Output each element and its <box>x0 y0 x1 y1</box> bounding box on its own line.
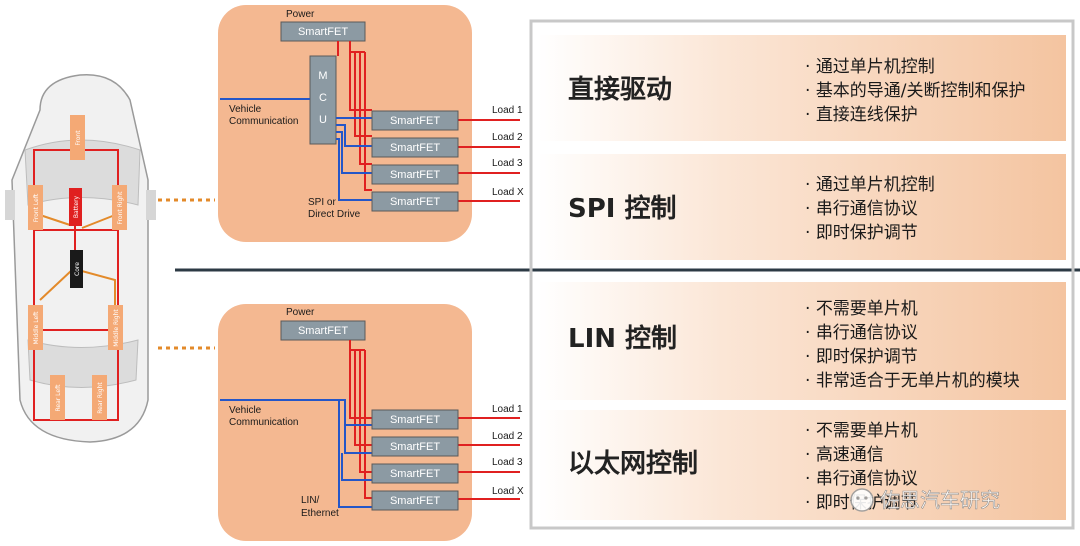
car-illustration: Front Front Left Front Right Battery Cor… <box>5 73 156 443</box>
panel-2-bullet-3: · 即时保护调节 <box>805 223 918 243</box>
bottom-smartfet-1 <box>371 409 459 430</box>
top-load-x: Load X <box>492 187 524 198</box>
car-module-front-right-label: Front Right <box>117 191 124 225</box>
top-smartfet-3-label: SmartFET <box>390 169 440 181</box>
bottom-load-x: Load X <box>492 486 524 497</box>
car-module-front-right <box>112 185 127 230</box>
top-vehicle-comm-line2: Communication <box>229 116 298 127</box>
bottom-smartfet-3-label: SmartFET <box>390 468 440 480</box>
top-load-3: Load 3 <box>492 158 523 169</box>
top-interface-line1: SPI or <box>308 197 336 208</box>
top-block: Power SmartFET M C U Vehicle Communicati… <box>218 5 524 242</box>
watermark: 佐思汽车研究 <box>850 488 1000 512</box>
bottom-load-2: Load 2 <box>492 431 523 442</box>
panel-3-title: LIN 控制 <box>568 324 677 354</box>
wechat-icon <box>850 488 874 512</box>
bottom-smartfet-2 <box>371 436 459 457</box>
bottom-load-1: Load 1 <box>492 404 523 415</box>
bottom-interface-line2: Ethernet <box>301 508 339 519</box>
panels-frame <box>529 19 1075 530</box>
car-module-middle-right-label: Middle Right <box>113 309 120 347</box>
panel-3-bullet-1: · 不需要单片机 <box>805 299 918 319</box>
car-module-battery-label: Battery <box>73 195 80 218</box>
panel-spi: SPI 控制 · 通过单片机控制 · 串行通信协议 · 即时保护调节 <box>538 154 1066 260</box>
mcu-letter-m: M <box>318 70 327 82</box>
top-smartfet-x <box>371 191 459 212</box>
top-smartfet-1-label: SmartFET <box>390 115 440 127</box>
top-smartfet-x-label: SmartFET <box>390 196 440 208</box>
bottom-vehicle-comm-line1: Vehicle <box>229 405 262 416</box>
panel-1-title: 直接驱动 <box>568 75 672 105</box>
car-module-rear-left <box>50 375 65 420</box>
bottom-load-3: Load 3 <box>492 457 523 468</box>
top-smartfet-2 <box>371 137 459 158</box>
top-load-2: Load 2 <box>492 132 523 143</box>
car-module-middle-left-label: Middle Left <box>33 311 40 345</box>
panel-1-bullet-2: · 基本的导通/关断控制和保护 <box>805 81 1026 101</box>
top-power-smartfet <box>280 21 366 42</box>
panel-2-bullet-1: · 通过单片机控制 <box>805 175 935 195</box>
bottom-smartfet-x <box>371 490 459 511</box>
car-module-core-label: Core <box>74 262 81 276</box>
bottom-smartfet-2-label: SmartFET <box>390 441 440 453</box>
car-module-front-left <box>28 185 43 230</box>
car-module-middle-left <box>28 305 43 350</box>
panel-4-bullet-3: · 串行通信协议 <box>805 469 918 489</box>
top-smartfet-3 <box>371 164 459 185</box>
watermark-text: 佐思汽车研究 <box>880 488 1000 512</box>
bottom-smartfet-1-label: SmartFET <box>390 414 440 426</box>
panel-3-bullet-2: · 串行通信协议 <box>805 323 918 343</box>
top-power-label: Power <box>286 9 315 20</box>
car-module-battery <box>69 188 82 226</box>
car-module-rear-left-label: Rear Left <box>55 384 62 412</box>
bottom-power-smartfet <box>280 320 366 341</box>
mcu-letter-c: C <box>319 92 327 104</box>
car-module-core <box>70 250 83 288</box>
bottom-interface-line1: LIN/ <box>301 495 320 506</box>
panel-4-bullet-1: · 不需要单片机 <box>805 421 918 441</box>
bottom-power-smartfet-label: SmartFET <box>298 325 348 337</box>
top-power-smartfet-label: SmartFET <box>298 26 348 38</box>
panel-2-bullet-2: · 串行通信协议 <box>805 199 918 219</box>
car-module-middle-right <box>108 305 123 350</box>
panel-4-bullet-2: · 高速通信 <box>805 445 884 465</box>
panel-direct-drive: 直接驱动 · 通过单片机控制 · 基本的导通/关断控制和保护 · 直接连线保护 <box>538 35 1066 141</box>
car-module-front-label: Front <box>75 130 82 146</box>
panel-1-bullet-3: · 直接连线保护 <box>805 105 918 125</box>
panel-ethernet: 以太网控制 · 不需要单片机 · 高速通信 · 串行通信协议 · 即时保护调节 <box>538 410 1066 520</box>
panel-4-title: 以太网控制 <box>568 449 698 479</box>
mcu-letter-u: U <box>319 114 327 126</box>
panel-3-bullet-3: · 即时保护调节 <box>805 347 918 367</box>
panel-2-title: SPI 控制 <box>568 194 677 224</box>
bottom-power-label: Power <box>286 307 315 318</box>
bottom-smartfet-x-label: SmartFET <box>390 495 440 507</box>
bottom-smartfet-3 <box>371 463 459 484</box>
mcu-block <box>309 55 337 145</box>
car-module-rear-right <box>92 375 107 420</box>
panel-lin: LIN 控制 · 不需要单片机 · 串行通信协议 · 即时保护调节 · 非常适合… <box>538 282 1066 400</box>
car-module-front <box>70 115 85 160</box>
top-smartfet-1 <box>371 110 459 131</box>
car-module-rear-right-label: Rear Right <box>97 382 104 414</box>
top-load-1: Load 1 <box>492 105 523 116</box>
car-module-front-left-label: Front Left <box>33 193 40 222</box>
top-smartfet-2-label: SmartFET <box>390 142 440 154</box>
panel-1-bullet-1: · 通过单片机控制 <box>805 57 935 77</box>
panel-3-bullet-4: · 非常适合于无单片机的模块 <box>805 371 1020 391</box>
bottom-block: Power SmartFET Vehicle Communication Sma… <box>218 304 524 541</box>
top-vehicle-comm-line1: Vehicle <box>229 104 262 115</box>
bottom-vehicle-comm-line2: Communication <box>229 417 298 428</box>
top-interface-line2: Direct Drive <box>308 209 361 220</box>
